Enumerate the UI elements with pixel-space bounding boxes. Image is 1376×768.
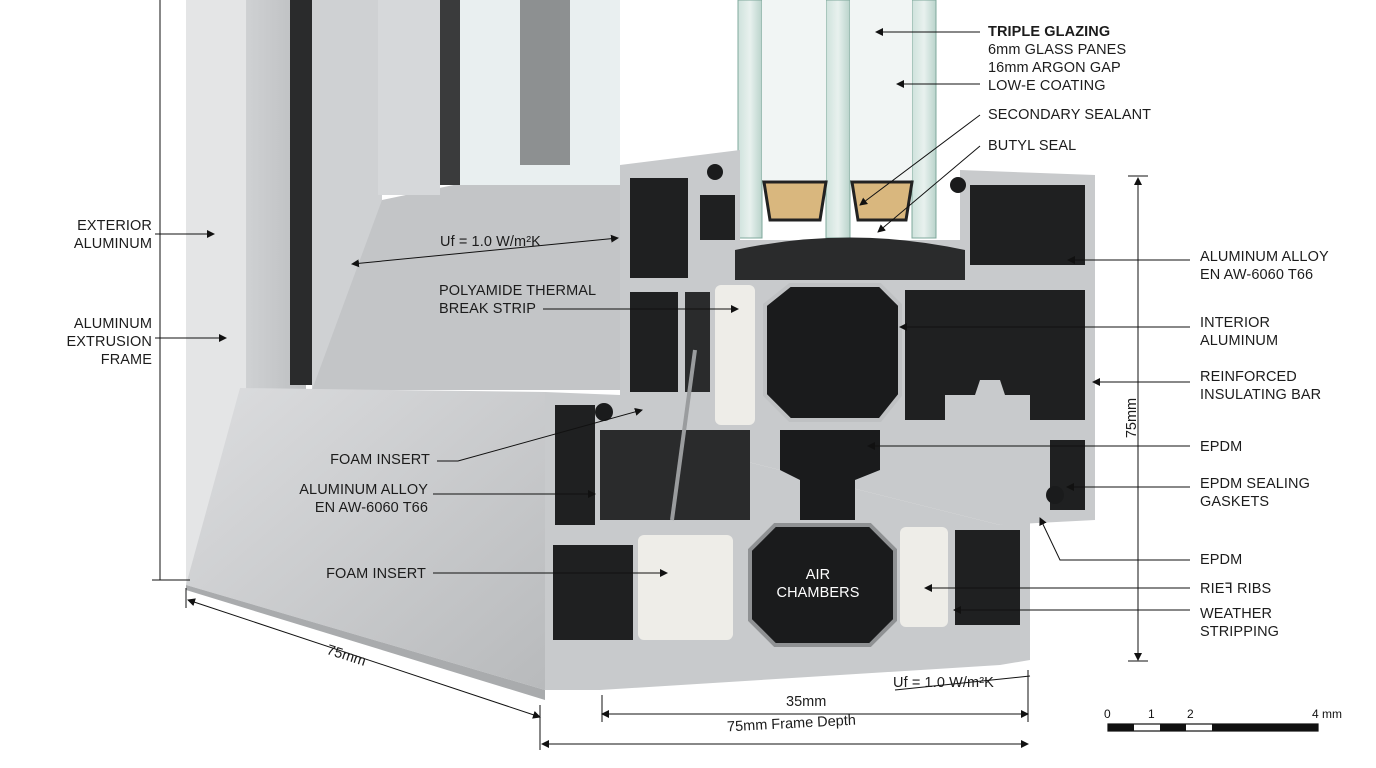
exterior-aluminum-line-2: ALUMINUM [73,236,152,252]
label-uf-upper: Uf = 1.0 W/m²K [440,234,541,250]
alloy-left-line-2: EN AW-6060 T66 [314,500,428,516]
weather-stripping-line-1: WEATHER [1200,606,1273,622]
label-interior-aluminum: INTERIOR ALUMINUM [1200,314,1278,350]
extrusion-frame-line-3: FRAME [100,352,152,368]
air-chambers-line-2: CHAMBERS [776,585,860,601]
profile-cross-section [545,150,1095,690]
label-butyl-seal: BUTYL SEAL [988,138,1077,154]
triple-glazing-title: TRIPLE GLAZING [988,24,1111,40]
dimension-lines [152,0,1148,750]
label-triple-glazing: TRIPLE GLAZING 6mm GLASS PANES 16mm ARGO… [988,23,1126,95]
label-foam-insert-lower: FOAM INSERT [326,566,426,582]
leader-lines [155,28,1190,614]
air-chambers-line-1: AIR [805,567,831,583]
triple-glazing-line-3: LOW-E COATING [988,78,1106,94]
scale-tick-2: 2 [1187,707,1194,721]
sealing-gaskets-line-1: EPDM SEALING [1200,476,1310,492]
label-rief-ribs: RIEꟻ RIBS [1200,581,1272,597]
polyamide-line-1: POLYAMIDE THERMAL [439,283,597,299]
triple-glazing-panes [737,0,937,239]
dimension-35mm: 35mm [786,694,827,710]
weather-stripping-line-2: STRIPPING [1200,624,1280,640]
interior-aluminum-line-1: INTERIOR [1200,315,1271,331]
label-air-chambers: AIR CHAMBERS [763,566,873,602]
insulating-bar-line-2: INSULATING BAR [1200,387,1322,403]
triple-glazing-line-2: 16mm ARGON GAP [988,60,1121,76]
outer-frame [186,0,620,585]
label-polyamide-thermal-break: POLYAMIDE THERMAL BREAK STRIP [439,282,596,318]
label-epdm-lower: EPDM [1200,552,1243,568]
label-aluminum-alloy-right: ALUMINUM ALLOY EN AW-6060 T66 [1200,248,1329,284]
label-uf-lower: Uf = 1.0 W/m²K [893,675,994,691]
label-weather-stripping: WEATHER STRIPPING [1200,605,1279,641]
label-aluminum-alloy-left: ALUMINUM ALLOY EN AW-6060 T66 [276,481,428,517]
extrusion-frame-line-1: ALUMINUM [73,316,152,332]
scale-tick-1: 1 [1148,707,1155,721]
label-secondary-sealant: SECONDARY SEALANT [988,107,1152,123]
scale-tick-0: 0 [1104,707,1111,721]
alloy-left-line-1: ALUMINUM ALLOY [299,482,428,498]
insulating-bar-line-1: REINFORCED [1200,369,1297,385]
label-reinforced-insulating-bar: REINFORCED INSULATING BAR [1200,368,1321,404]
label-epdm-sealing-gaskets: EPDM SEALING GASKETS [1200,475,1310,511]
exterior-aluminum-line-1: EXTERIOR [77,218,152,234]
alloy-right-line-2: EN AW-6060 T66 [1200,267,1314,283]
sealing-gaskets-line-2: GASKETS [1200,494,1270,510]
glazing-spacers [762,180,914,222]
alloy-right-line-1: ALUMINUM ALLOY [1200,249,1329,265]
scale-tick-4mm: 4 mm [1312,707,1342,721]
triple-glazing-line-1: 6mm GLASS PANES [988,42,1127,58]
label-aluminum-extrusion-frame: ALUMINUM EXTRUSION FRAME [50,315,152,369]
polyamide-line-2: BREAK STRIP [439,301,536,317]
label-exterior-aluminum: EXTERIOR ALUMINUM [60,217,152,253]
label-epdm-upper: EPDM [1200,439,1243,455]
scale-bar [1107,723,1319,732]
label-foam-insert-upper: FOAM INSERT [330,452,430,468]
extrusion-frame-line-2: EXTRUSION [66,334,152,350]
dimension-height-75mm: 75mm [1124,397,1141,439]
interior-aluminum-line-2: ALUMINUM [1200,333,1279,349]
